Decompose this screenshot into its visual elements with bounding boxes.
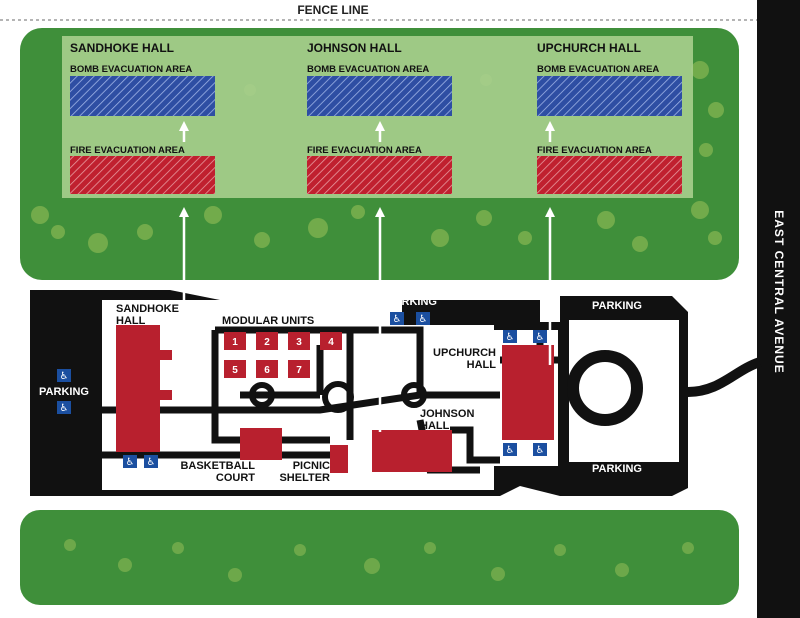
- fire-area-label: FIRE EVACUATION AREA: [307, 145, 422, 156]
- accessible-parking-icon: ♿: [533, 443, 547, 456]
- fence-line: FENCE LINE: [0, 3, 760, 21]
- bomb-area-label: BOMB EVACUATION AREA: [537, 64, 659, 75]
- tree-canopy: [64, 539, 694, 582]
- bomb-evacuation-area: [70, 76, 215, 116]
- unit-number: 4: [328, 337, 334, 348]
- accessible-parking-icon: ♿: [57, 369, 71, 382]
- hall-title: SANDHOKE HALL: [70, 41, 174, 55]
- picnic-label: SHELTER: [279, 472, 330, 484]
- accessible-parking-icon: ♿: [503, 443, 517, 456]
- johnson-label: JOHNSON: [420, 408, 474, 420]
- svg-text:♿: ♿: [147, 457, 156, 468]
- modular-unit-6: [256, 360, 278, 378]
- modular-units-label: MODULAR UNITS: [222, 315, 314, 327]
- accessible-parking-icon: ♿: [144, 455, 158, 468]
- parking-label-north: PARKING: [387, 296, 437, 308]
- svg-text:♿: ♿: [536, 332, 545, 343]
- sandhoke-hall-building: [116, 325, 172, 452]
- unit-number: 7: [296, 365, 302, 376]
- modular-unit-7: [288, 360, 310, 378]
- svg-text:♿: ♿: [60, 371, 69, 382]
- unit-number: 1: [232, 337, 238, 348]
- johnson-label: HALL: [420, 420, 450, 432]
- east-central-avenue: EAST CENTRAL AVENUE: [687, 0, 800, 618]
- accessible-parking-icon: ♿: [57, 401, 71, 414]
- fire-evacuation-area: [307, 156, 452, 194]
- accessible-parking-icon: ♿: [503, 330, 517, 343]
- basketball-label: COURT: [216, 472, 255, 484]
- fence-line-label: FENCE LINE: [297, 3, 368, 17]
- accessible-parking-icon: ♿: [533, 330, 547, 343]
- fire-area-label: FIRE EVACUATION AREA: [70, 145, 185, 156]
- parking-label-east-bottom: PARKING: [592, 463, 642, 475]
- unit-number: 3: [296, 337, 302, 348]
- svg-text:♿: ♿: [126, 457, 135, 468]
- svg-text:♿: ♿: [506, 332, 515, 343]
- bomb-evacuation-area: [307, 76, 452, 116]
- buildings: [116, 325, 554, 473]
- bomb-area-label: BOMB EVACUATION AREA: [70, 64, 192, 75]
- upchurch-hall-building: [502, 345, 554, 440]
- svg-text:♿: ♿: [506, 445, 515, 456]
- johnson-hall-building: [372, 430, 452, 472]
- campus-labels: SANDHOKE HALL MODULAR UNITS JOHNSON HALL…: [116, 303, 496, 484]
- accessible-parking-icon: ♿: [390, 312, 404, 325]
- svg-text:♿: ♿: [536, 445, 545, 456]
- evacuation-routes: [179, 207, 555, 432]
- svg-text:♿: ♿: [419, 314, 428, 325]
- modular-unit-4: [320, 332, 342, 350]
- campus-roads: [100, 326, 560, 474]
- south-lawn: [20, 510, 739, 605]
- accessible-parking: ♿ ♿ ♿ ♿ ♿ ♿ ♿ ♿ ♿ ♿: [57, 312, 547, 468]
- parking-labels: PARKING PARKING PARKING PARKING: [39, 296, 642, 475]
- modular-unit-numbers: 1 2 3 4 5 6 7: [232, 337, 334, 376]
- upchurch-label: HALL: [467, 359, 497, 371]
- fire-evacuation-area: [537, 156, 682, 194]
- picnic-label: PICNIC: [293, 460, 330, 472]
- upchurch-evacuation: UPCHURCH HALL BOMB EVACUATION AREA FIRE …: [537, 41, 682, 194]
- unit-number: 2: [264, 337, 270, 348]
- upchurch-label: UPCHURCH: [433, 347, 496, 359]
- hall-title: JOHNSON HALL: [307, 41, 402, 55]
- accessible-parking-icon: ♿: [123, 455, 137, 468]
- bomb-area-label: BOMB EVACUATION AREA: [307, 64, 429, 75]
- picnic-shelter: [330, 445, 348, 473]
- street-label: EAST CENTRAL AVENUE: [772, 210, 786, 373]
- svg-text:♿: ♿: [393, 314, 402, 325]
- modular-unit-2: [256, 332, 278, 350]
- modular-unit-3: [288, 332, 310, 350]
- basketball-court: [240, 428, 282, 460]
- fire-area-label: FIRE EVACUATION AREA: [537, 145, 652, 156]
- parking-label-west: PARKING: [39, 386, 89, 398]
- fire-evacuation-area: [70, 156, 215, 194]
- sandhoke-evacuation: SANDHOKE HALL BOMB EVACUATION AREA FIRE …: [70, 41, 215, 194]
- unit-number: 5: [232, 365, 238, 376]
- sandhoke-label: SANDHOKE: [116, 303, 179, 315]
- parking-label-east-top: PARKING: [592, 300, 642, 312]
- unit-number: 6: [264, 365, 270, 376]
- hall-title: UPCHURCH HALL: [537, 41, 641, 55]
- bomb-evacuation-area: [537, 76, 682, 116]
- sandhoke-label: HALL: [116, 315, 146, 327]
- modular-unit-1: [224, 332, 246, 350]
- accessible-parking-icon: ♿: [416, 312, 430, 325]
- modular-unit-5: [224, 360, 246, 378]
- svg-text:♿: ♿: [60, 403, 69, 414]
- johnson-evacuation: JOHNSON HALL BOMB EVACUATION AREA FIRE E…: [307, 41, 452, 194]
- basketball-label: BASKETBALL: [180, 460, 255, 472]
